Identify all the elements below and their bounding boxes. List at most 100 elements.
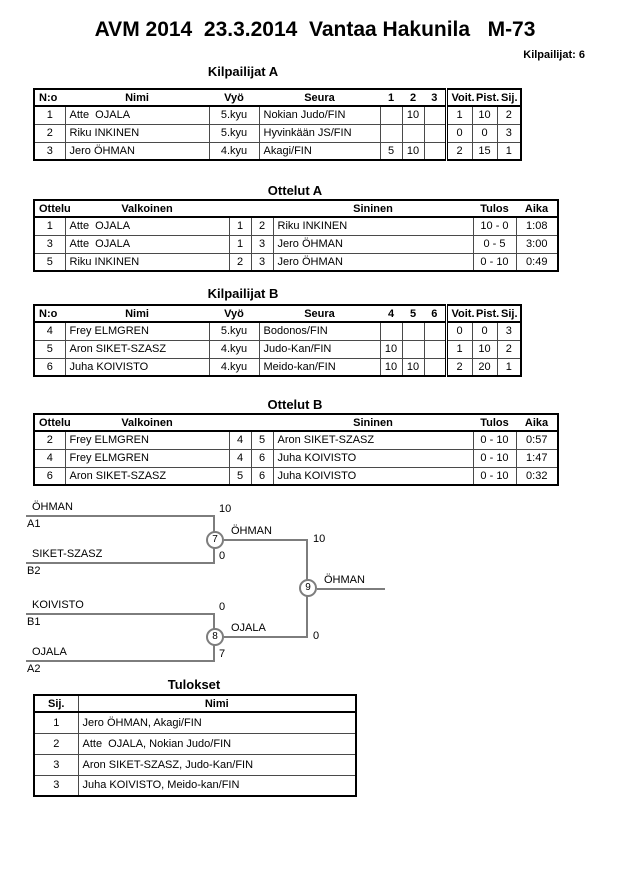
cell-sij: 2 <box>33 732 79 755</box>
bracket-sf2-top-name: KOIVISTO <box>32 599 84 611</box>
cell-valkoinen: Riku INKINEN <box>64 252 230 272</box>
col-no: N:o <box>34 89 65 107</box>
cell-seura: Akagi/FIN <box>258 141 381 161</box>
bracket-sf2-winner-score: 0 <box>313 630 320 642</box>
cell-seura: Meido-kan/FIN <box>258 357 381 377</box>
col-sininen: Sininen <box>273 414 473 432</box>
cell-aika: 0:32 <box>515 466 559 486</box>
table-row: 3 Jero ÖHMAN 4.kyu Akagi/FIN 5 10 2 15 1 <box>33 141 522 161</box>
cell-sininen: Juha KOIVISTO <box>272 448 474 468</box>
cell-m1 <box>379 105 403 125</box>
section-heading-tulokset: Tulokset <box>167 677 221 692</box>
table-row: 2 Riku INKINEN 5.kyu Hyvinkään JS/FIN 0 … <box>33 123 522 143</box>
cell-valkoinen: Frey ELMGREN <box>64 448 230 468</box>
cell-pist: 10 <box>471 105 498 125</box>
cell-nimi: Atte OJALA, Nokian Judo/FIN <box>77 732 357 755</box>
table-row: 3 Atte OJALA 1 3 Jero ÖHMAN 0 - 5 3:00 <box>33 234 559 254</box>
table-row: 4 Frey ELMGREN 5.kyu Bodonos/FIN 0 0 3 <box>33 321 522 341</box>
bracket-line <box>26 660 215 662</box>
cell-ottelu: 3 <box>33 234 66 254</box>
cell-m1 <box>379 123 403 143</box>
bracket-sf1-top-score: 10 <box>219 503 232 515</box>
cell-aika: 3:00 <box>515 234 559 254</box>
cell-m3 <box>423 105 447 125</box>
bracket-sf1-winner-score: 10 <box>313 533 326 545</box>
bracket-line <box>224 636 308 638</box>
table-row: 5 Aron SIKET-SZASZ 4.kyu Judo-Kan/FIN 10… <box>33 339 522 359</box>
cell-m2 <box>401 321 425 341</box>
cell-ottelu: 4 <box>33 448 66 468</box>
col-m3: 6 <box>424 305 446 323</box>
table-row: 6 Aron SIKET-SZASZ 5 6 Juha KOIVISTO 0 -… <box>33 466 559 486</box>
bracket-line <box>224 539 308 541</box>
cell-nimi: Atte OJALA <box>64 105 210 125</box>
cell-voit: 2 <box>444 357 473 377</box>
cell-pist: 15 <box>471 141 498 161</box>
col-voit: Voit. <box>444 89 475 107</box>
cell-m3 <box>423 339 447 359</box>
cell-blue-no: 6 <box>250 448 274 468</box>
bracket-sf2-winner-name: OJALA <box>231 622 266 634</box>
cell-valkoinen: Frey ELMGREN <box>64 430 230 450</box>
tulokset-table: Sij. Nimi 1 Jero ÖHMAN, Akagi/FIN 2 Atte… <box>33 694 357 797</box>
cell-tulos: 0 - 10 <box>472 448 517 468</box>
col-ottelu: Ottelu <box>34 414 71 432</box>
bracket-sf2-top-score: 0 <box>219 601 226 613</box>
cell-tulos: 0 - 10 <box>472 252 517 272</box>
col-tulos: Tulos <box>473 414 516 432</box>
col-nimi: Nimi <box>77 695 356 713</box>
cell-nimi: Aron SIKET-SZASZ <box>64 339 210 359</box>
col-vyo: Vyö <box>209 305 259 323</box>
bracket-sf2-top-seed: B1 <box>27 616 41 628</box>
bracket-sf1-bottom-name: SIKET-SZASZ <box>32 548 103 560</box>
bracket-sf1-bottom-score: 0 <box>219 550 226 562</box>
cell-tulos: 0 - 10 <box>472 430 517 450</box>
col-nimi: Nimi <box>65 305 209 323</box>
col-valkoinen: Valkoinen <box>65 414 229 432</box>
col-spacer <box>229 200 251 218</box>
cell-seura: Bodonos/FIN <box>258 321 381 341</box>
col-nimi: Nimi <box>65 89 209 107</box>
cell-m3 <box>423 357 447 377</box>
cell-seura: Judo-Kan/FIN <box>258 339 381 359</box>
col-aika: Aika <box>516 414 558 432</box>
col-valkoinen: Valkoinen <box>65 200 229 218</box>
ottelut-a-table: Ottelu Valkoinen Sininen Tulos Aika 1 At… <box>33 199 559 272</box>
col-vyo: Vyö <box>209 89 259 107</box>
col-pist: Pist. <box>472 305 499 323</box>
table-row: 2 Frey ELMGREN 4 5 Aron SIKET-SZASZ 0 - … <box>33 430 559 450</box>
table-row: 1 Atte OJALA 5.kyu Nokian Judo/FIN 10 1 … <box>33 105 522 125</box>
cell-m2 <box>401 123 425 143</box>
section-heading-ottelut-a: Ottelut A <box>267 183 323 198</box>
bracket-sf2-bottom-score: 7 <box>219 648 226 660</box>
cell-white-no: 5 <box>228 466 252 486</box>
cell-blue-no: 5 <box>250 430 274 450</box>
section-heading-ottelut-b: Ottelut B <box>267 397 323 412</box>
cell-nimi: Juha KOIVISTO <box>64 357 210 377</box>
table-row: 1 Jero ÖHMAN, Akagi/FIN <box>33 711 357 734</box>
cell-m1: 10 <box>379 357 403 377</box>
bracket-sf1-bottom-seed: B2 <box>27 565 41 577</box>
cell-pist: 10 <box>471 339 498 359</box>
bracket-sf2-bottom-seed: A2 <box>27 663 41 675</box>
table-header-row: N:o Nimi Vyö Seura 4 5 6 Voit. Pist. Sij… <box>34 305 521 323</box>
cell-voit: 1 <box>444 105 473 125</box>
cell-sininen: Aron SIKET-SZASZ <box>272 430 474 450</box>
cell-vyo: 5.kyu <box>208 321 260 341</box>
cell-no: 5 <box>33 339 66 359</box>
col-spacer <box>251 200 273 218</box>
cell-sij: 2 <box>496 105 522 125</box>
cell-vyo: 4.kyu <box>208 141 260 161</box>
cell-aika: 0:57 <box>515 430 559 450</box>
section-heading-kilpailijat-b: Kilpailijat B <box>207 286 279 301</box>
cell-no: 2 <box>33 123 66 143</box>
cell-m2: 10 <box>401 105 425 125</box>
cell-pist: 20 <box>471 357 498 377</box>
cell-m3 <box>423 141 447 161</box>
cell-no: 3 <box>33 141 66 161</box>
cell-seura: Hyvinkään JS/FIN <box>258 123 381 143</box>
cell-tulos: 0 - 10 <box>472 466 517 486</box>
kilpailijat-b-table: N:o Nimi Vyö Seura 4 5 6 Voit. Pist. Sij… <box>33 304 522 377</box>
bracket-sf2-bottom-name: OJALA <box>32 646 67 658</box>
cell-sininen: Riku INKINEN <box>272 216 474 236</box>
